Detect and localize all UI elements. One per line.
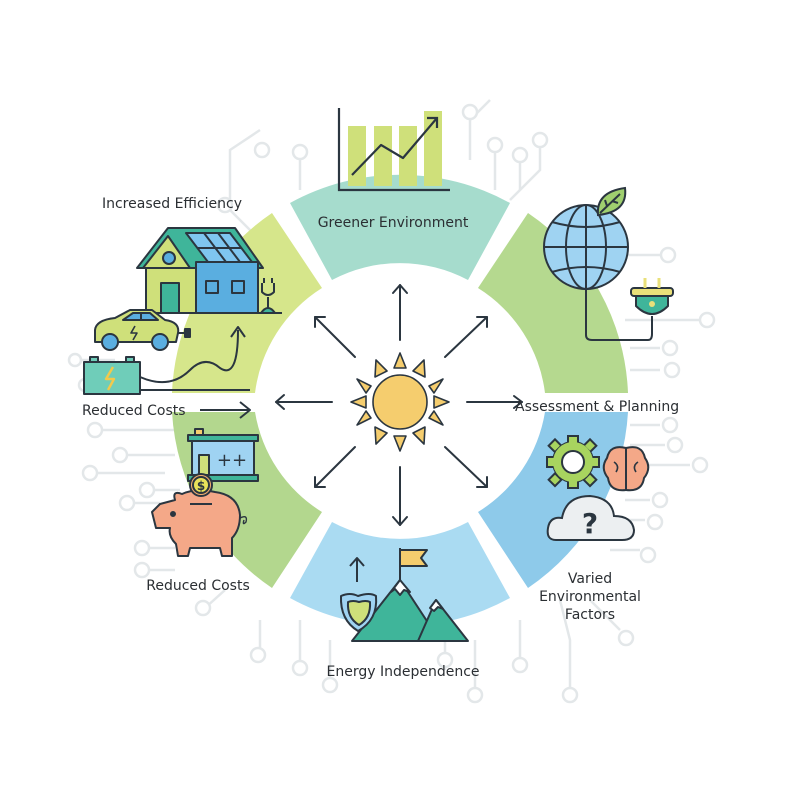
mountain-flag-shield-icon xyxy=(339,548,469,642)
gear-brain-cloud-question-icon: ? xyxy=(546,435,650,541)
cloud-icon: ? xyxy=(546,494,636,541)
circuit-background xyxy=(67,99,716,704)
globe-leaf-plug-icon xyxy=(543,186,674,341)
segment-top-right xyxy=(478,213,628,393)
label-energy-independence: Energy Independence xyxy=(326,664,480,680)
label-reduced-costs-left: Reduced Costs xyxy=(82,403,186,419)
gear-icon xyxy=(546,435,600,489)
svg-text:++: ++ xyxy=(217,450,247,471)
piggy-bank-battery-icon: ++ $ xyxy=(151,428,259,557)
svg-text:$: $ xyxy=(197,479,205,493)
bar-chart-trend-icon xyxy=(337,108,450,192)
label-greener-environment: Greener Environment xyxy=(317,215,469,231)
solar-house-ev-icon xyxy=(83,227,282,419)
svg-text:?: ? xyxy=(582,507,598,540)
radiating-arrows xyxy=(275,284,523,526)
segment-top xyxy=(290,174,510,280)
label-varied-environmental-factors: Varied Environmental Factors xyxy=(539,571,641,623)
sun-icon xyxy=(350,352,450,452)
brain-icon xyxy=(602,446,650,492)
label-assessment-planning: Assessment & Planning xyxy=(515,399,680,415)
label-reduced-costs-bottom: Reduced Costs xyxy=(146,578,250,594)
label-increased-efficiency: Increased Efficiency xyxy=(101,196,243,212)
